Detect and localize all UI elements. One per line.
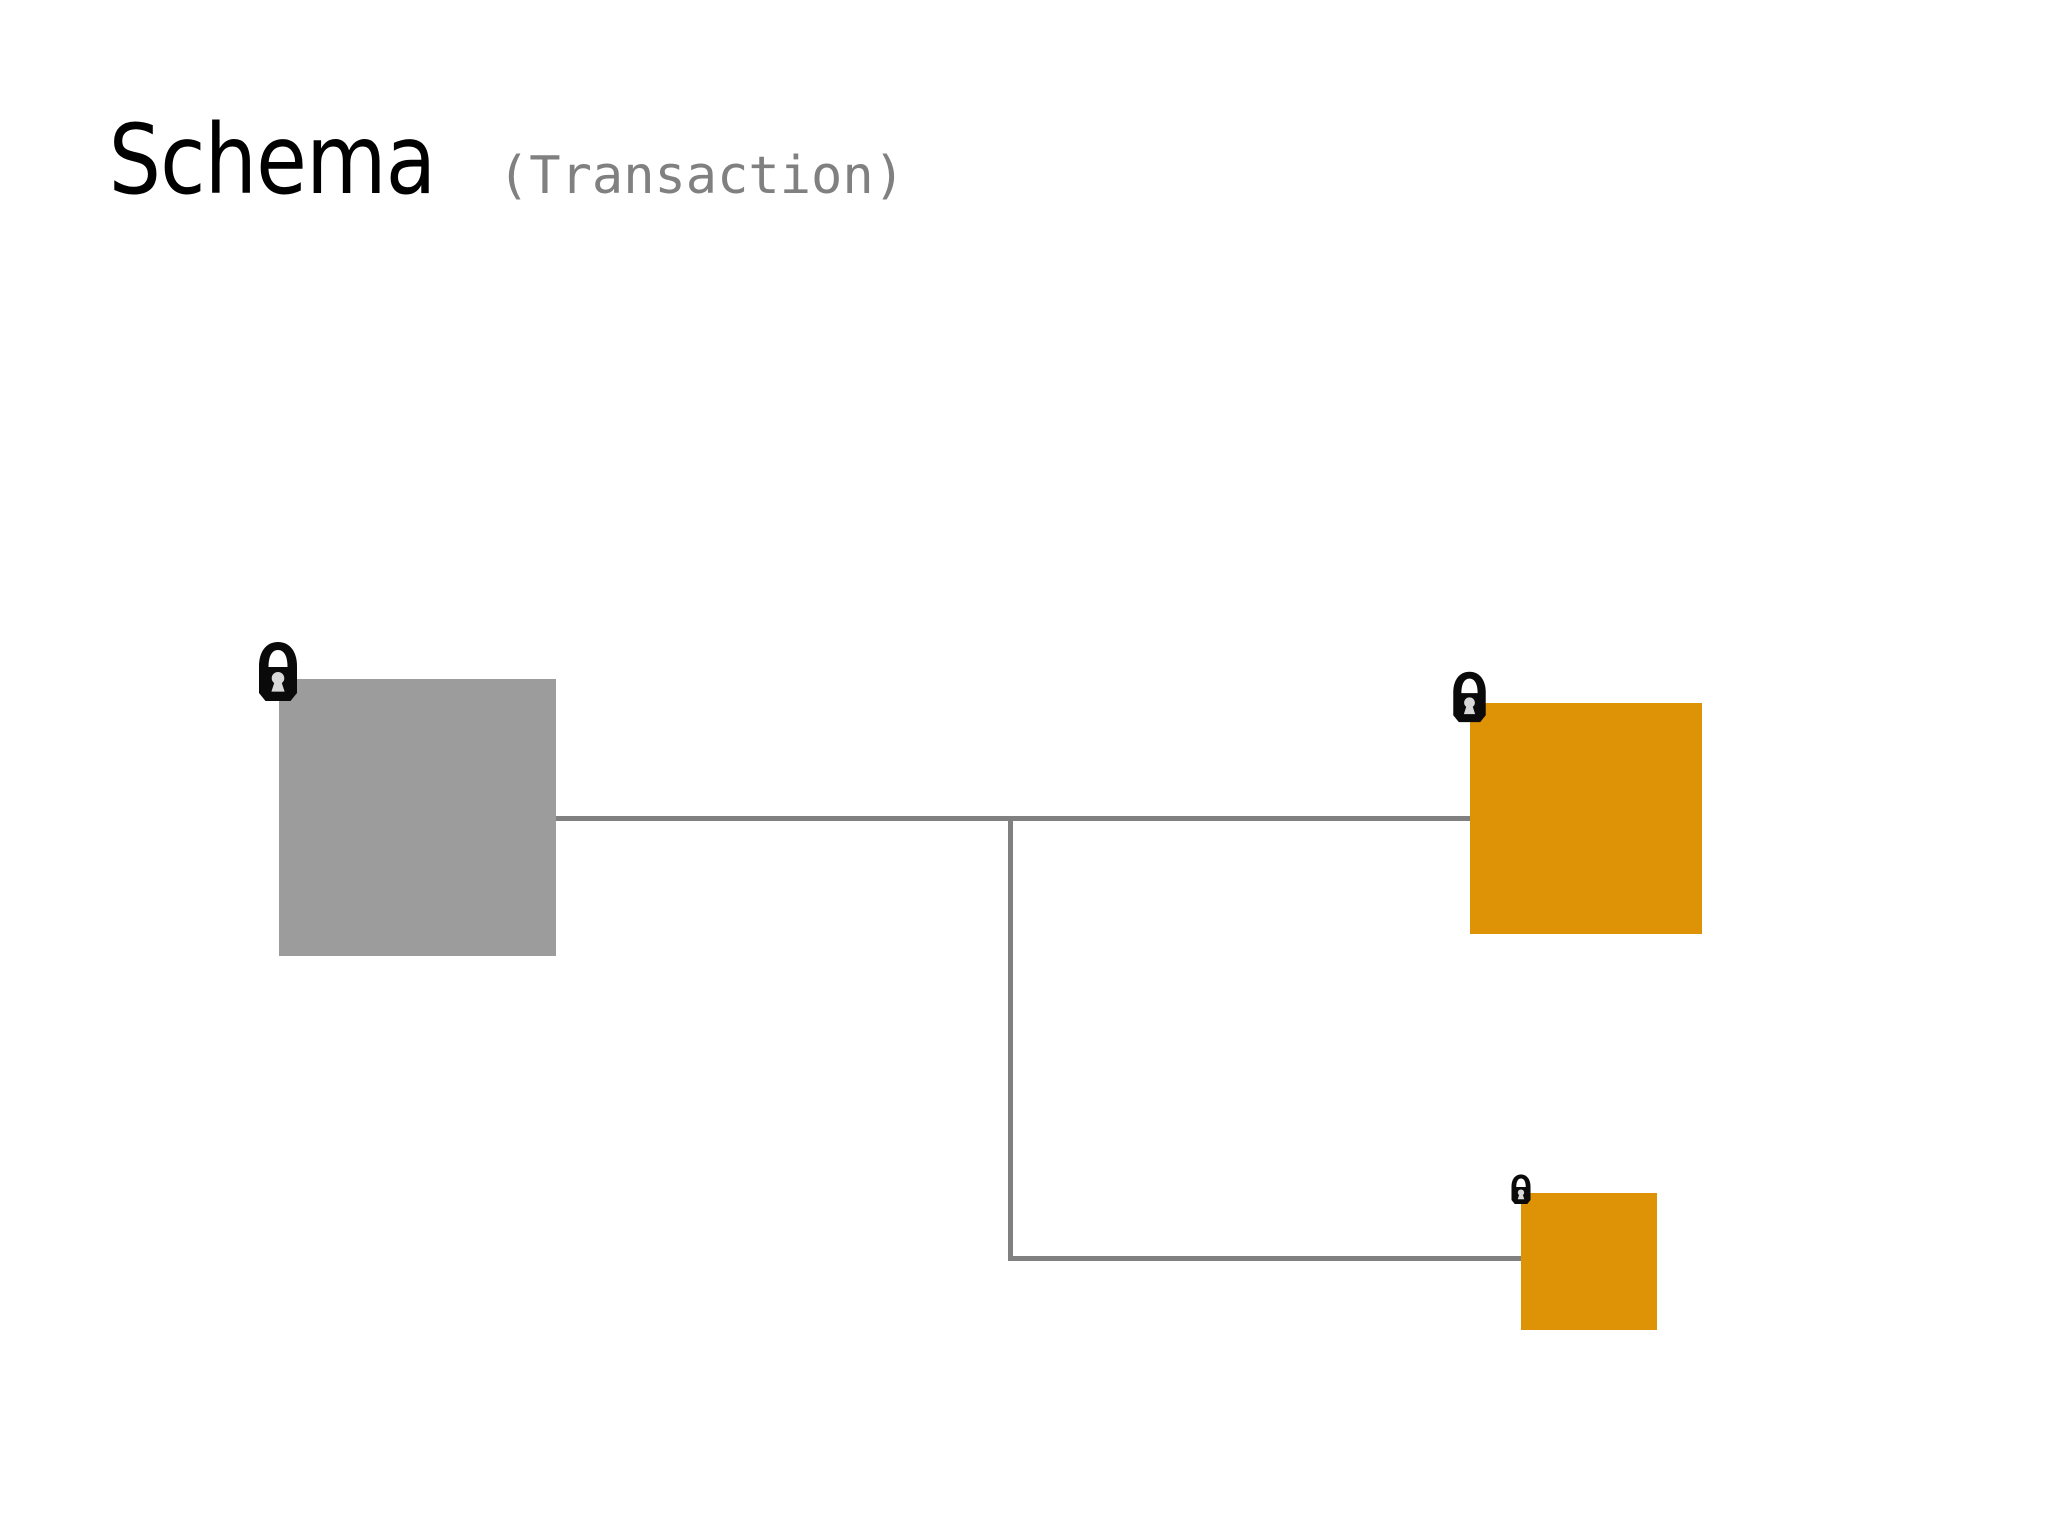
node-label — [279, 679, 556, 956]
node-rectangle[interactable] — [279, 679, 556, 956]
schema-node-child-1[interactable] — [1453, 671, 1702, 934]
lock-icon — [259, 642, 297, 701]
node-rectangle[interactable] — [1470, 703, 1702, 934]
page-title-main: Schema — [108, 104, 437, 216]
lock-icon — [1511, 1174, 1531, 1204]
edge-root-to-junction — [556, 816, 1011, 821]
schema-node-child-2[interactable] — [1511, 1174, 1657, 1330]
node-rectangle[interactable] — [1521, 1193, 1657, 1330]
schema-node-root[interactable] — [259, 642, 556, 956]
node-label — [1521, 1193, 1657, 1330]
page-title: Schema (Transaction) — [82, 112, 905, 208]
edge-junction-vertical — [1008, 816, 1013, 1261]
node-label — [1470, 703, 1702, 934]
lock-icon — [1453, 671, 1486, 723]
page-title-subtitle: (Transaction) — [497, 146, 905, 206]
edge-corner-to-child-2 — [1008, 1256, 1523, 1261]
edge-junction-to-child-1 — [1010, 816, 1471, 821]
